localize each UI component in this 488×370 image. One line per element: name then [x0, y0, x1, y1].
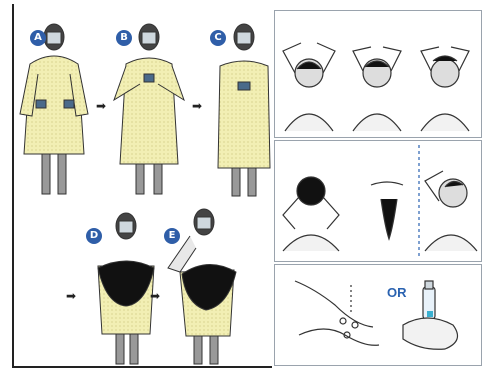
figure-mask-3 — [421, 47, 469, 131]
figure-b — [114, 24, 184, 194]
step-badge-c: C — [210, 30, 226, 46]
figure-respirator-back — [283, 177, 339, 251]
arrow-a-b: ➡ — [96, 99, 106, 113]
mask-removal-over-head-panel — [274, 10, 482, 138]
respirator-strap-icon — [371, 182, 403, 239]
handwashing-icon — [295, 281, 379, 345]
figure-mask-2 — [353, 47, 401, 131]
hand-hygiene-illustration — [275, 265, 481, 365]
arrow-d-e: ➡ — [150, 289, 160, 303]
figure-c — [218, 24, 270, 196]
gown-removal-illustration: ➡ ➡ ➡ — [14, 4, 272, 366]
arrow-c-d: ➡ — [66, 289, 76, 303]
figure-d — [98, 213, 154, 364]
figure-respirator-side — [425, 171, 477, 251]
step-badge-a: A — [30, 30, 46, 46]
figure-a — [20, 24, 88, 194]
hand-sanitizer-icon — [403, 281, 458, 349]
respirator-removal-panel — [274, 140, 482, 262]
respirator-removal-illustration — [275, 141, 481, 261]
figure-mask-1 — [283, 43, 335, 131]
step-badge-d: D — [86, 228, 102, 244]
arrow-b-c: ➡ — [192, 99, 202, 113]
gown-removal-panel: ➡ ➡ ➡ — [12, 4, 272, 368]
or-label: OR — [387, 285, 407, 300]
mask-removal-over-head-illustration — [275, 11, 481, 137]
step-badge-e: E — [164, 228, 180, 244]
hand-hygiene-panel: OR — [274, 264, 482, 366]
mask-removal-panel: OR — [270, 4, 484, 366]
step-badge-b: B — [116, 30, 132, 46]
